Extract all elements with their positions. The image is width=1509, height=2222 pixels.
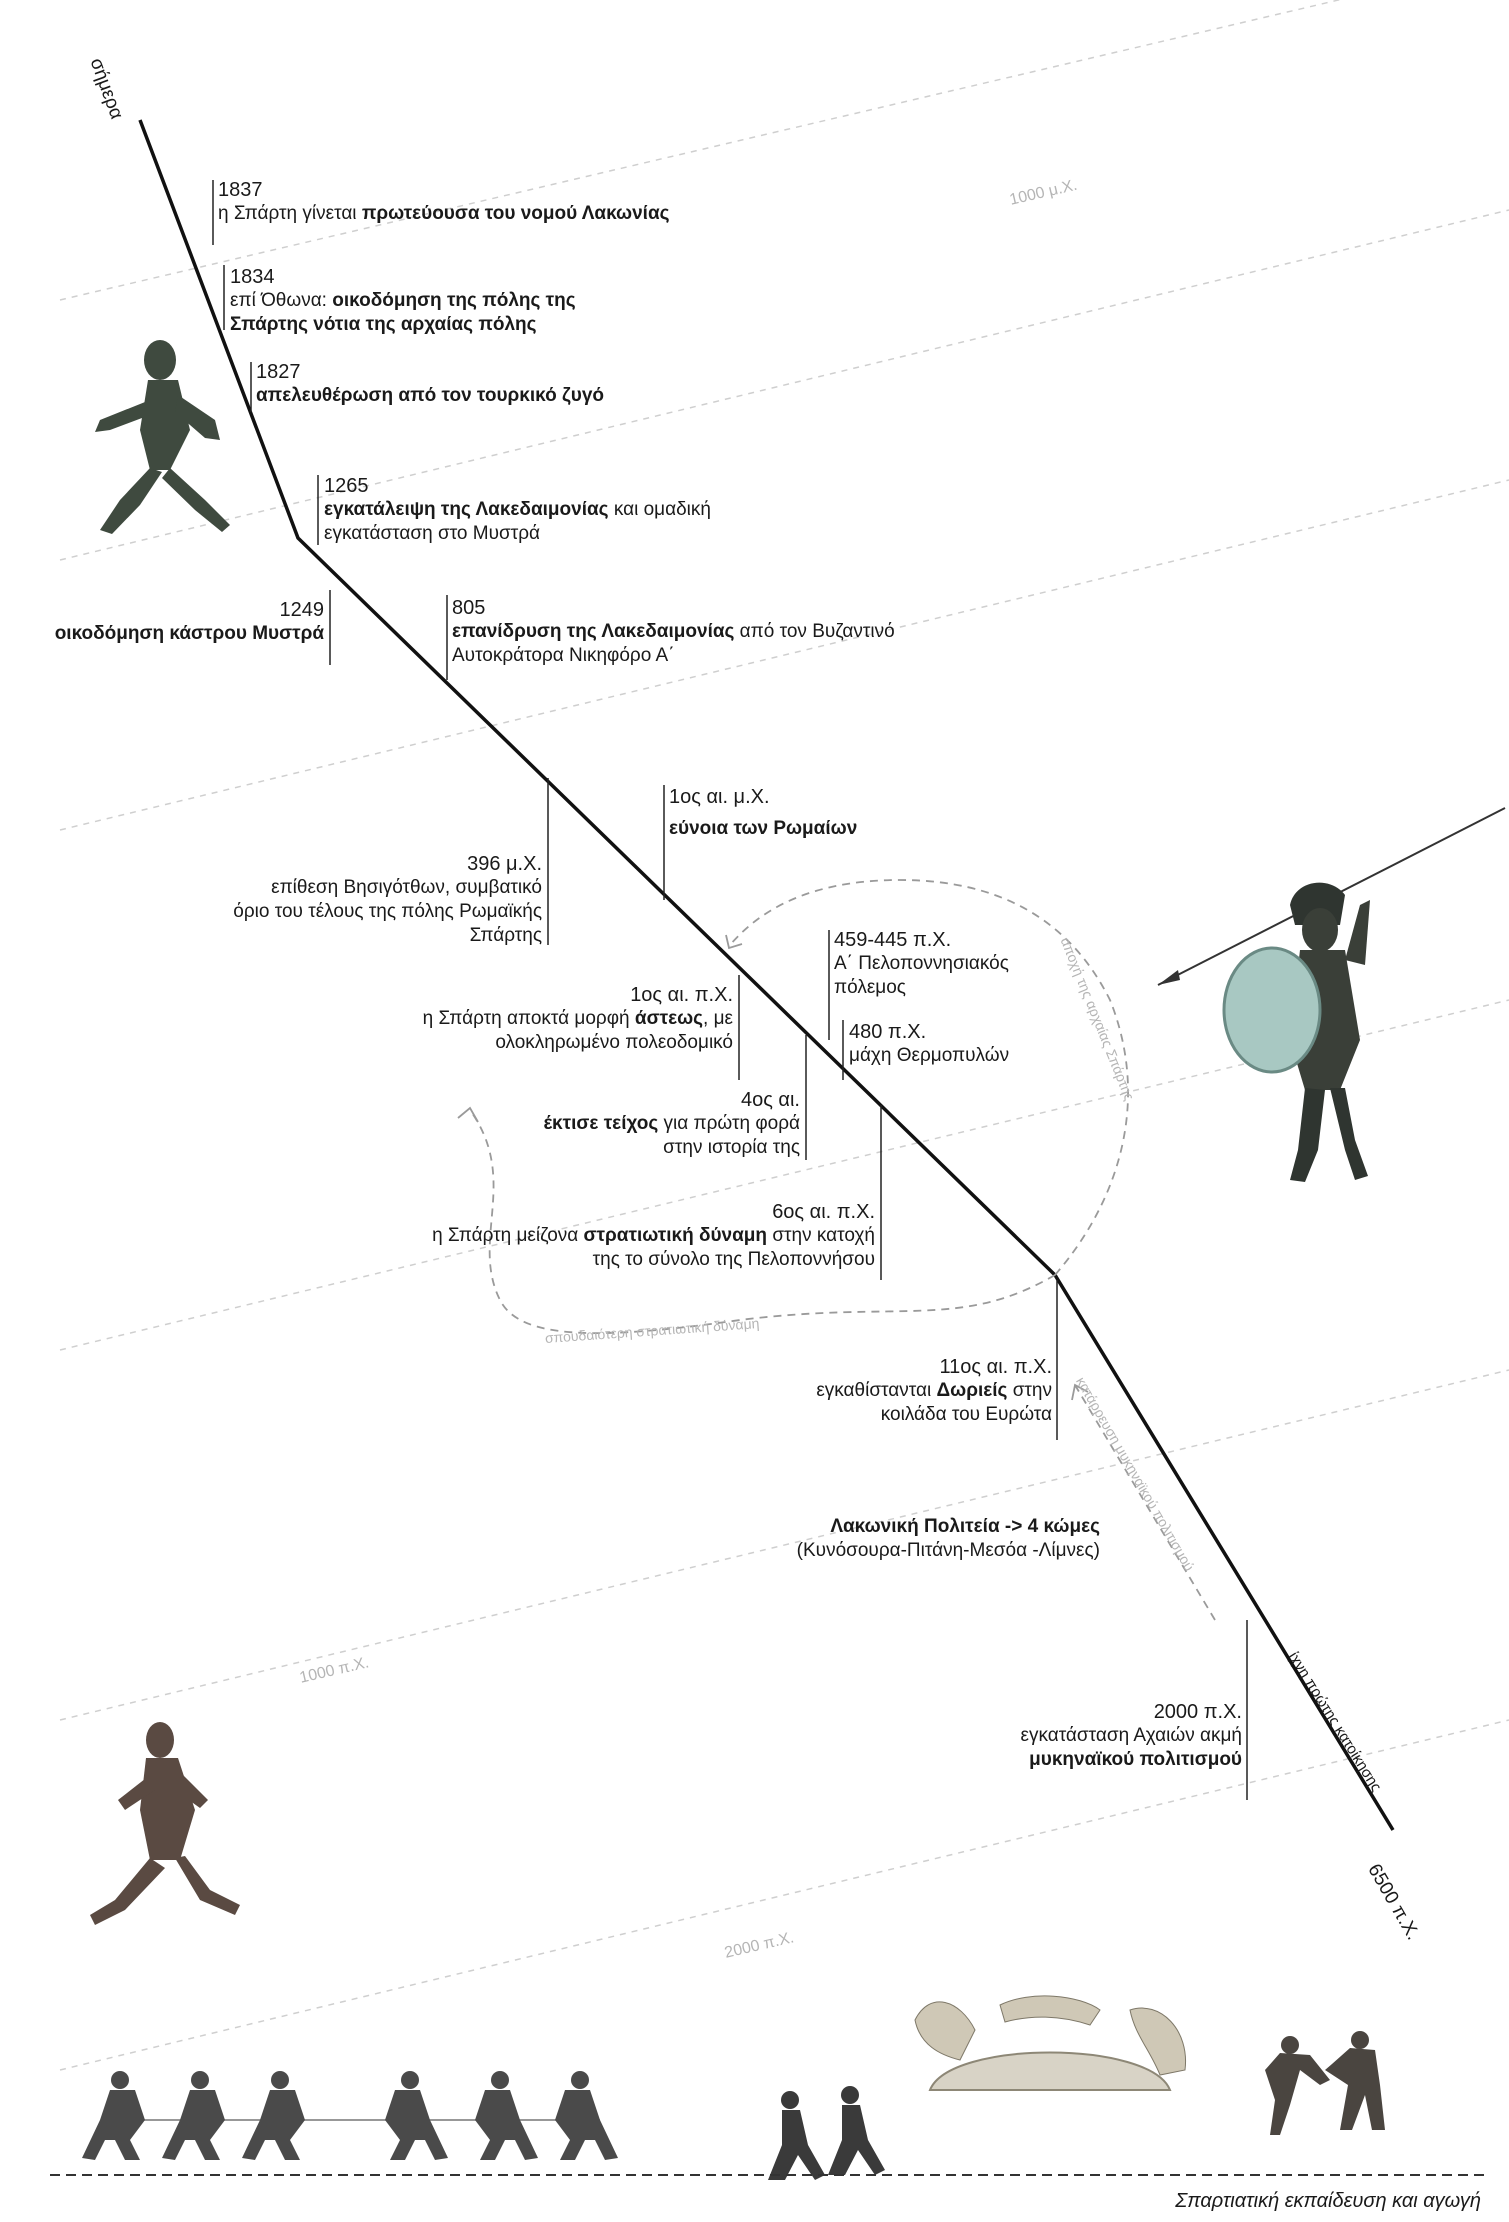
hoplite-warrior-figure [1222,882,1370,1182]
event-480: 480 π.Χ. μάχη Θερμοπυλών [849,1020,1049,1068]
arrow-right-head [725,934,743,950]
event-laconic: Λακωνική Πολιτεία -> 4 κώμες (Κυνόσουρα-… [760,1515,1100,1563]
guide-line-4 [59,999,1509,1351]
dashed-arrows [469,879,1216,1621]
event-1827: 1827 απελευθέρωση από τον τουρκικό ζυγό [256,360,756,408]
arrow-lower-head [1071,1383,1089,1401]
event-1834: 1834 επί Όθωνα: οικοδόμηση της πόλης της… [230,265,640,337]
arrow-right-path [729,879,1129,1276]
event-text: επίθεση Βησιγότθων, συμβατικό όριο του τ… [233,877,542,946]
event-1ad: 1ος αι. μ.Χ. εύνοια των Ρωμαίων [669,785,989,841]
event-year: 1834 [230,266,275,288]
event-text: Α΄ Πελοποννησιακός πόλεμος [834,953,1009,998]
event-text: εγκαθίστανται Δωριείς στην κοιλάδα του Ε… [816,1380,1052,1425]
spear-head [1158,970,1180,985]
event-text: η Σπάρτη αποκτά μορφή άστεως, με ολοκληρ… [422,1008,733,1053]
event-year: 2000 π.Χ. [1153,1701,1242,1723]
guide-line-2 [59,209,1509,561]
guide-line-1 [59,0,1342,301]
event-6c: 6ος αι. π.Χ. η Σπάρτη μείζονα στρατιωτικ… [400,1200,875,1272]
event-text: απελευθέρωση από τον τουρκικό ζυγό [256,385,605,406]
bronze-girl-runner-figure [90,1722,240,1925]
guide-lines [59,0,1509,2071]
arrow-lower-path [1074,1384,1216,1621]
event-1249: 1249 οικοδόμηση κάστρου Μυστρά [0,598,324,646]
event-year: 1827 [256,361,301,383]
event-text: οικοδόμηση κάστρου Μυστρά [54,623,324,644]
event-1837: 1837 η Σπάρτη γίνεται πρωτεύουσα του νομ… [218,178,778,226]
event-459: 459-445 π.Χ. Α΄ Πελοποννησιακός πόλεμος [834,928,1054,1000]
event-396: 396 μ.Χ. επίθεση Βησιγότθων, συμβατικό ό… [230,852,542,948]
event-year: 1837 [218,179,263,201]
event-year: 480 π.Χ. [849,1021,927,1043]
event-text: Λακωνική Πολιτεία -> 4 κώμες (Κυνόσουρα-… [796,1516,1100,1561]
event-text: έκτισε τείχος για πρώτη φορά στην ιστορί… [543,1113,800,1158]
guide-line-3 [59,479,1509,831]
runners-figures [768,2086,885,2180]
acrobats-figures [914,1995,1187,2091]
bronze-runner-figure [95,340,230,534]
wrestlers-figures [1265,2031,1385,2135]
event-text: εύνοια των Ρωμαίων [669,818,858,839]
event-year: 11ος αι. π.Χ. [939,1356,1052,1378]
event-text: επί Όθωνα: οικοδόμηση της πόλης της Σπάρ… [230,290,576,335]
event-1265: 1265 εγκατάλειψη της Λακεδαιμονίας και ο… [324,474,744,546]
event-2000: 2000 π.Χ. εγκατάσταση Αχαιών ακμή μυκηνα… [1000,1700,1242,1772]
caption: Σπαρτιατική εκπαίδευση και αγωγή [1175,2190,1481,2212]
tug-of-war-figures [82,2071,618,2160]
event-text: μάχη Θερμοπυλών [849,1045,1010,1066]
arrow-left-path [469,1109,1056,1335]
event-year: 4ος αι. [740,1089,800,1111]
event-year: 6ος αι. π.Χ. [772,1201,875,1223]
event-805: 805 επανίδρυση της Λακεδαιμονίας από τον… [452,596,972,668]
event-year: 805 [452,597,486,619]
arrow-heads [457,934,1089,1401]
event-year: 1ος αι. μ.Χ. [669,786,770,808]
event-year: 459-445 π.Χ. [834,929,952,951]
event-4c: 4ος αι. έκτισε τείχος για πρώτη φορά στη… [540,1088,800,1160]
event-text: η Σπάρτη γίνεται πρωτεύουσα του νομού Λα… [218,203,670,224]
event-year: 1265 [324,475,369,497]
event-text: εγκατάσταση Αχαιών ακμή μυκηναϊκού πολιτ… [1020,1725,1242,1770]
event-year: 1ος αι. π.Χ. [630,984,733,1006]
arrow-left-head [457,1106,479,1123]
event-year: 396 μ.Χ. [467,853,542,875]
event-11c: 11ος αι. π.Χ. εγκαθίστανται Δωριείς στην… [800,1355,1052,1427]
event-ticks [212,180,1248,1800]
event-1bc: 1ος αι. π.Χ. η Σπάρτη αποκτά μορφή άστεω… [415,983,733,1055]
timeline-axis [138,119,1395,1831]
event-text: εγκατάλειψη της Λακεδαιμονίας και ομαδικ… [324,499,711,544]
event-year: 1249 [279,599,325,621]
event-text: η Σπάρτη μείζονα στρατιωτική δύναμη στην… [432,1225,875,1270]
event-text: επανίδρυση της Λακεδαιμονίας από τον Βυζ… [452,621,895,666]
guide-line-6 [59,1719,1509,2071]
guide-line-5 [59,1369,1509,1721]
